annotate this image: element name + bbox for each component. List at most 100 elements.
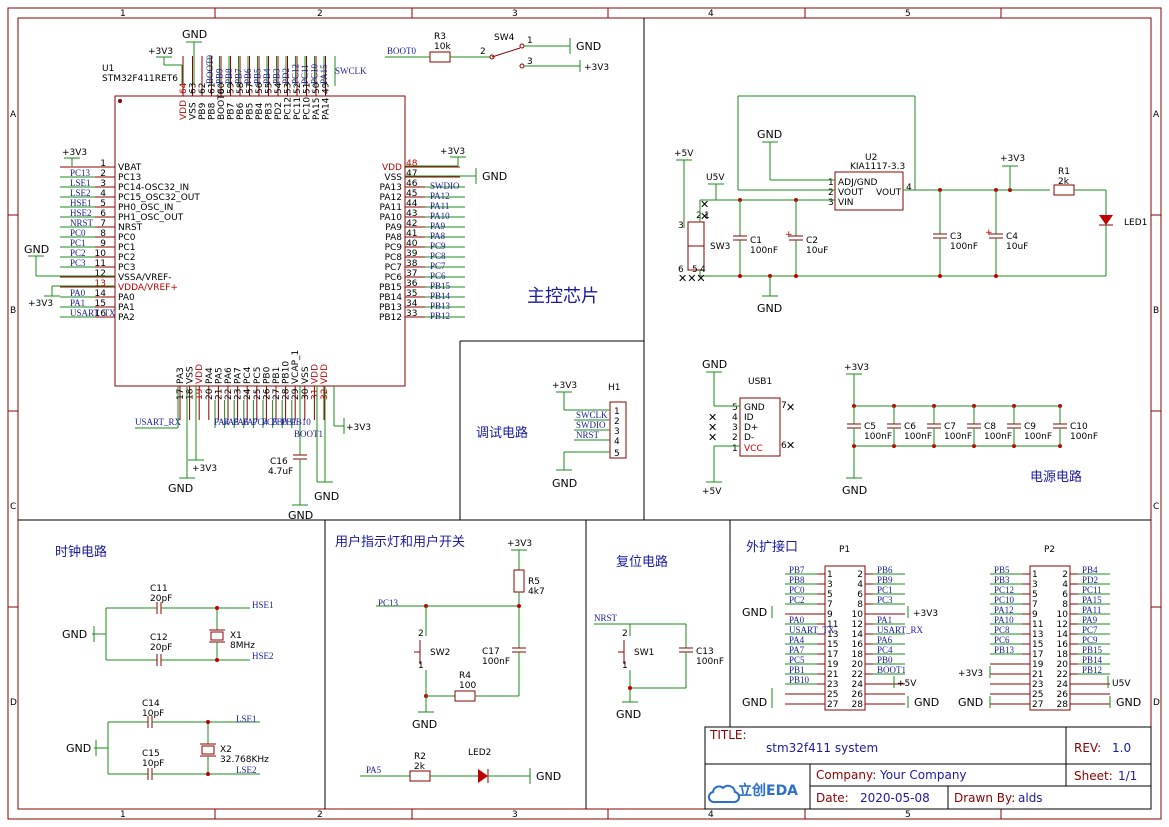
p1-pin-number: 11 (827, 620, 838, 630)
u1-pin-number: 34 (406, 299, 418, 309)
p2-pin-number: 4 (1062, 580, 1068, 590)
p1-left-net-label: PC5 (789, 655, 805, 665)
u1-right-net-label: PA10 (430, 211, 450, 221)
u1-pin-name: PB5 (246, 103, 256, 120)
usb1-pin-dp: D+ (744, 423, 758, 433)
title-value: stm32f411 system (766, 741, 878, 755)
hse2-label: HSE2 (252, 651, 274, 661)
u1-pin-name: PB14 (379, 293, 402, 303)
c12-ref: C12 (150, 633, 168, 643)
c17-ref: C17 (482, 647, 500, 657)
vssa-gnd-label: GND (24, 243, 49, 256)
svg-text:✕: ✕ (700, 210, 709, 223)
c4-val: 10uF (1006, 242, 1028, 252)
power-circuit: U2 KIA1117-3.3 ADJ/GND VOUT VIN VOUT 1 2… (674, 95, 1147, 315)
section-title-debug: 调试电路 (476, 425, 528, 441)
c1-ref: C1 (750, 236, 762, 246)
svg-text:✕: ✕ (708, 431, 717, 444)
border-row-left: D (10, 698, 17, 708)
border-col-bottom: 5 (905, 810, 911, 820)
u1-left-net-label: PC0 (70, 228, 86, 238)
p1-right-net-label: PC3 (877, 595, 893, 605)
usb1-gnd-label: GND (702, 358, 727, 371)
u1-pin-name: PC6 (385, 273, 403, 283)
r4-body (454, 690, 476, 702)
p2-gnd-label-27: GND (958, 696, 983, 709)
h1-ref: H1 (608, 383, 621, 393)
c2-val: 10uF (806, 246, 828, 256)
u1-top-net-label: BOOT0 (205, 55, 215, 84)
u1-pin-number: 59 (227, 82, 237, 94)
p1-right-net-label: PA6 (877, 635, 893, 645)
u1-pin-name: VDD (310, 364, 320, 384)
sheet-label: Sheet: (1074, 769, 1113, 783)
h1-gnd-label: GND (552, 477, 577, 490)
c7-val: 100nF (944, 432, 972, 442)
p1-left-net-label: USART_TX (789, 625, 835, 635)
u1-pin-name: PC15_OSC32_OUT (118, 193, 200, 203)
p2-right-net-label: PC11 (1082, 585, 1102, 595)
p1-right-net-label: PC4 (877, 645, 893, 655)
c16-val: 4.7uF (268, 467, 293, 477)
u1-left-net-label: PA0 (70, 288, 86, 298)
svg-text:4: 4 (906, 183, 912, 193)
u1-left-net-label: PC2 (70, 248, 86, 258)
u1-pin-number: 56 (255, 82, 265, 94)
c9-val: 100nF (1024, 432, 1052, 442)
p2-pin-number: 28 (1057, 700, 1069, 710)
u1-pin-number: 19 (195, 388, 205, 400)
u1-pin-number: 55 (265, 83, 275, 94)
p1-right-net-label: PB9 (877, 575, 893, 585)
reset-gnd-label: GND (616, 708, 641, 721)
r5-val: 4k7 (528, 587, 545, 597)
p1-pin-number: 9 (827, 610, 833, 620)
border-row-right: D (1153, 698, 1160, 708)
u1-top-net-label: PC11 (300, 64, 310, 84)
h1-net-swdio: SWDIO (576, 420, 606, 430)
u1-pin-name: PC7 (385, 263, 402, 273)
u1-pin-number: 50 (312, 82, 322, 94)
u1-pin-name: PA9 (385, 223, 402, 233)
u1-pin-number: 37 (406, 269, 417, 279)
svg-text:✕: ✕ (786, 439, 795, 452)
date-value: 2020-05-08 (860, 791, 930, 805)
p1-pin-number: 20 (852, 660, 864, 670)
p1-pin-number: 26 (852, 690, 864, 700)
p1-pin-number: 18 (852, 650, 864, 660)
p1-left-net-label: PA0 (789, 615, 805, 625)
vbat-3v3-label: +3V3 (62, 148, 87, 158)
u1-pin-number: 43 (406, 209, 417, 219)
u1-pin-name: PA6 (224, 367, 234, 384)
u1-pin-number: 63 (189, 83, 199, 94)
drawn-value: alds (1018, 791, 1043, 805)
c5-ref: C5 (864, 422, 876, 432)
title-block: TITLE: stm32f411 system REV: 1.0 Company… (704, 726, 1152, 810)
r2-val: 2k (414, 762, 426, 772)
c10-val: 100nF (1070, 432, 1098, 442)
u1-pin-name: PA4 (205, 367, 215, 384)
p2-pin-number: 27 (1032, 700, 1043, 710)
p1-pin-number: 19 (827, 660, 839, 670)
boot0-circuit: BOOT0 R3 10k 2 SW4 1 3 GND +3V3 (385, 32, 609, 73)
section-title-power: 电源电路 (1030, 469, 1082, 485)
u1-left-net-label: HSE2 (70, 208, 92, 218)
u1-pin-name: PA14 (322, 97, 332, 120)
u1-body (114, 95, 406, 387)
p2-right-net-label: PB14 (1082, 655, 1103, 665)
u1-pin-name: VDD (195, 364, 205, 384)
p1-gnd-label-9: GND (742, 606, 767, 619)
p2-pin-number: 23 (1032, 680, 1043, 690)
r3-val: 10k (434, 42, 451, 52)
p2-left-net-label: PB5 (994, 565, 1010, 575)
section-title-user: 用户指示灯和用户开关 (335, 534, 465, 550)
user-led-switch-circuit: +3V3 R5 4k7 PC13 2 SW2 1 GND R4 100 C17 … (360, 539, 561, 784)
p1-pin-number: 10 (852, 610, 864, 620)
u1-top-net-label: PB3 (272, 68, 282, 84)
vss30-gnd-label: GND (314, 490, 339, 503)
u1-left-net-label: PC13 (70, 168, 91, 178)
svg-text:2: 2 (732, 433, 738, 443)
easyeda-logo: 立创EDA (707, 782, 798, 804)
